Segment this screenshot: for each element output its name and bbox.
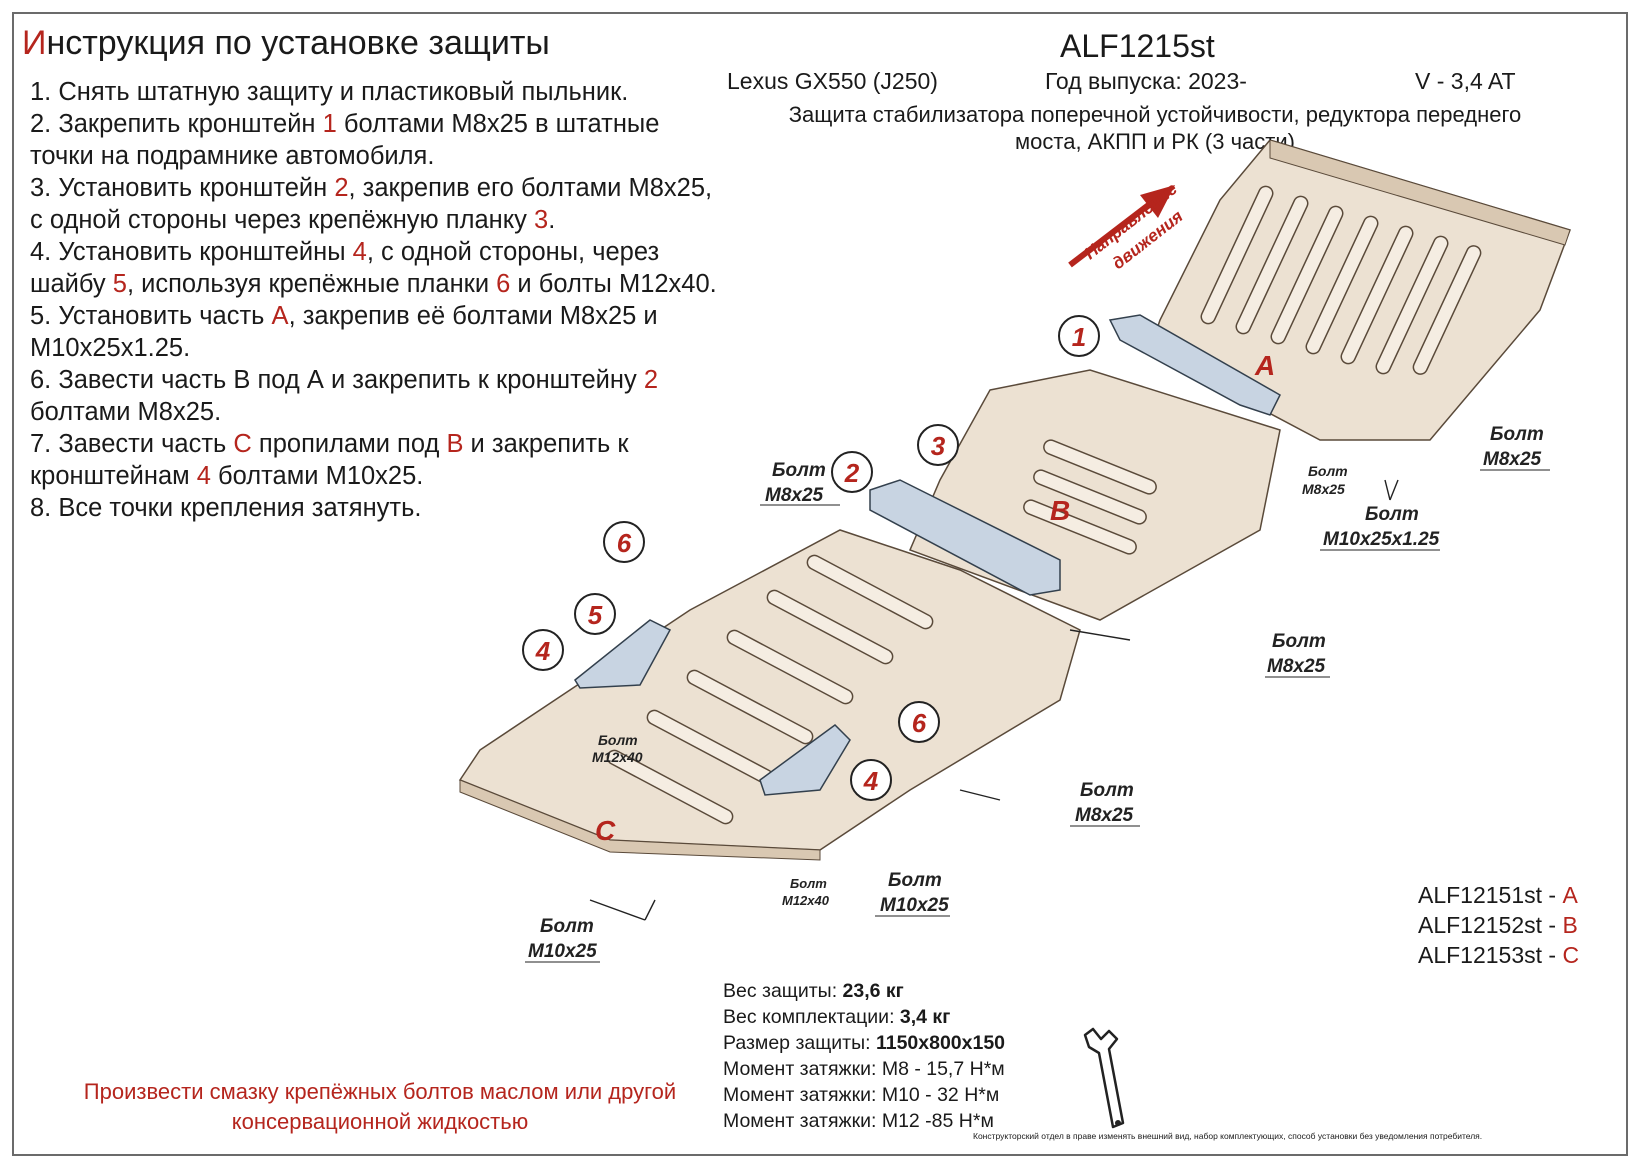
part-b-label: B [1050,495,1070,526]
assembly-diagram: Направление движения B [458,140,1571,963]
part-code-c: ALF12153st - С [1418,942,1580,968]
bolt-label-m10x125: М10х25х1.25 [1323,529,1440,550]
bolt-label-m8: М8х25 [765,485,824,506]
step-line: шайбу 5, используя крепёжные планки 6 и … [30,270,717,298]
bolt-label-m8: М8х25 [1267,656,1326,677]
spec-size: Размер защиты: 1150х800х150 [723,1032,1006,1054]
step-line: с одной стороны через крепёжную планку 3… [30,206,556,234]
lubrication-note: Произвести смазку крепёжных болтов масло… [83,1079,677,1134]
callout-6b: 6 [912,708,927,738]
spec-torque-m10: Момент затяжки: М10 - 32 Н*м [723,1084,1000,1106]
bolt-label-m10: М10х25 [880,895,949,916]
bolt-label-m8: М8х25 [1483,449,1542,470]
bolt-label-word: Болт [598,732,638,748]
wrench-icon [1083,1027,1125,1129]
step-line: 3. Установить кронштейн 2, закрепив его … [30,174,713,202]
bolt-label-word: Болт [772,460,826,481]
spec-weight: Вес защиты: 23,6 кг [723,980,904,1002]
spec-kit-weight: Вес комплектации: 3,4 кг [723,1006,951,1028]
callout-circle-2 [831,451,873,493]
step-line: 8. Все точки крепления затянуть. [30,494,422,522]
specifications: Вес защиты: 23,6 кг Вес комплектации: 3,… [723,978,1005,1134]
callout-circle-6b [898,701,940,743]
step-line: 6. Завести часть В под А и закрепить к к… [30,366,659,394]
bolt-label-m12: М12х40 [592,749,643,765]
bolt-label-m8: М8х25 [1075,805,1134,826]
title-text: нструкция по установке защиты [46,24,550,62]
callout-6a: 6 [617,528,632,558]
callout-5: 5 [588,600,603,630]
bracket-4-left [574,619,672,689]
page-frame [12,12,1628,1156]
bolt-label-word: Болт [1490,424,1544,445]
bolt-label-word: Болт [1365,504,1419,525]
part-code-a: ALF12151st - А [1418,882,1578,908]
article-number: ALF1215st [1060,28,1215,64]
callout-3: 3 [931,431,946,461]
product-description: Защита стабилизатора поперечной устойчив… [788,102,1522,154]
bolt-label-m12: М12х40 [782,893,830,908]
bolt-label-word: Болт [1080,780,1134,801]
callout-circle-3 [917,424,959,466]
protection-part-a [1149,140,1571,441]
engine-spec: V - 3,4 AT [1415,68,1516,94]
callout-circle-4a [522,629,564,671]
callout-circle-1 [1058,315,1100,357]
part-code-b: ALF12152st - В [1418,912,1578,938]
disclaimer: Конструкторский отдел в праве изменять в… [973,1131,1483,1141]
title-initial: И [22,24,47,62]
bracket-4-right [759,724,851,796]
callout-1: 1 [1072,322,1086,352]
protection-part-c: C [458,529,1081,861]
step-line: 4. Установить кронштейны 4, с одной стор… [30,238,660,266]
production-year: Год выпуска: 2023- [1045,68,1247,94]
step-line: 7. Завести часть С пропилами под В и зак… [30,430,629,458]
bolt-label-word: Болт [1272,631,1326,652]
bolt-label-word: Болт [540,916,594,937]
step-line: болтами М8х25. [30,398,222,426]
bolt-label-word: Болт [1308,463,1348,479]
spec-torque-m12: Момент затяжки: М12 -85 Н*м [723,1110,994,1132]
step-line: точки на подрамнике автомобиля. [30,142,435,170]
spec-torque-m8: Момент затяжки: М8 - 15,7 Н*м [723,1058,1005,1080]
part-numbers: ALF12151st - А ALF12152st - В ALF12153st… [1418,880,1579,970]
bracket-2 [869,479,1061,596]
direction-arrow: Направление движения [1068,179,1186,273]
step-line: 5. Установить часть А, закрепив её болта… [30,302,658,330]
vehicle-model: Lexus GX550 (J250) [727,68,938,94]
bolt-label-m8: М8х25 [1302,481,1345,497]
callout-circle-6a [603,521,645,563]
callout-2: 2 [844,458,860,488]
step-line: М10х25х1.25. [30,334,191,362]
bracket-1 [1108,314,1281,416]
step-line: 1. Снять штатную защиту и пластиковый пы… [30,78,629,106]
step-line: кронштейнам 4 болтами М10х25. [30,462,424,490]
callout-4b: 4 [863,766,879,796]
part-a-label: A [1254,350,1275,381]
page-title: Инструкция по установке защиты [22,24,550,63]
callout-circle-5 [574,593,616,635]
callout-4a: 4 [535,636,551,666]
step-line: 2. Закрепить кронштейн 1 болтами М8х25 в… [30,110,660,138]
bolt-label-m10: М10х25 [528,941,597,962]
callout-circle-4b [850,759,892,801]
bolt-label-word: Болт [888,870,942,891]
bolt-label-word: Болт [790,876,827,891]
instruction-steps: 1. Снять штатную защиту и пластиковый пы… [30,76,775,524]
part-c-label: C [595,815,616,846]
